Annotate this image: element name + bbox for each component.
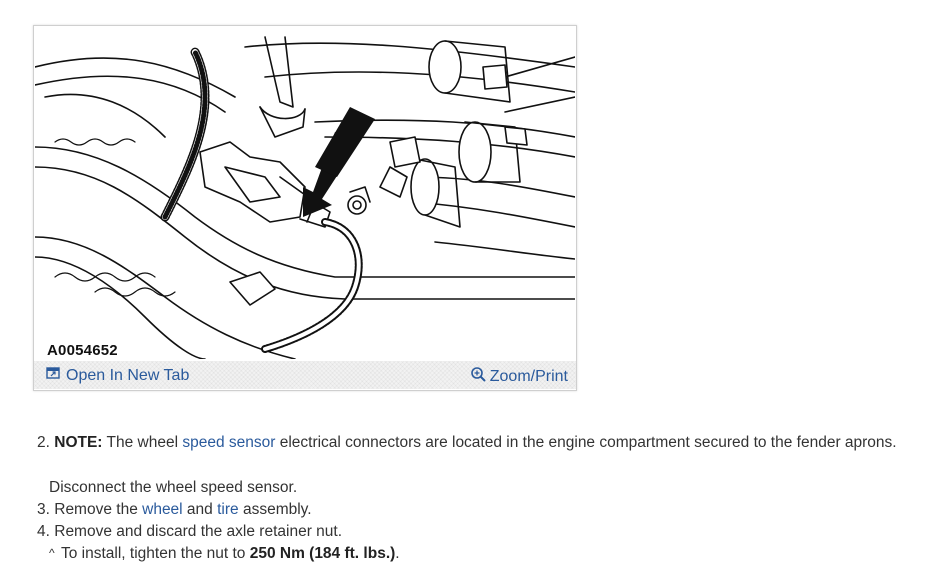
- step-text: assembly.: [238, 501, 312, 518]
- step-4: 4. Remove and discard the axle retainer …: [37, 523, 342, 541]
- figure-card: [33, 25, 577, 391]
- zoom-print-label: Zoom/Print: [489, 368, 568, 385]
- step-number: 3.: [37, 501, 50, 518]
- step-text: To install, tighten the nut to: [61, 545, 250, 562]
- wheel-link[interactable]: wheel: [142, 501, 183, 518]
- step-number: 4.: [37, 523, 50, 540]
- step-3: 3. Remove the wheel and tire assembly.: [37, 501, 312, 519]
- zoom-print-link[interactable]: Zoom/Print: [470, 366, 568, 388]
- diagram-drawing: [35, 36, 575, 359]
- caret-bullet-icon: ^: [49, 546, 55, 560]
- step-2-continuation: Disconnect the wheel speed sensor.: [49, 479, 298, 496]
- step-text: .: [395, 545, 400, 562]
- tire-link[interactable]: tire: [217, 501, 239, 518]
- install-substep: ^ To install, tighten the nut to 250 Nm (…: [49, 545, 400, 563]
- open-new-tab-icon: [46, 366, 60, 385]
- zoom-magnifier-icon: [470, 366, 487, 388]
- speed-sensor-link[interactable]: speed sensor: [182, 434, 276, 451]
- step-text: electrical connectors are located in the…: [275, 434, 897, 451]
- step-text: The wheel: [102, 434, 183, 451]
- step-text: Remove and discard the axle retainer nut…: [49, 523, 343, 540]
- wheel-speed-sensor-illustration: [35, 27, 575, 359]
- step-text: Remove the: [49, 501, 143, 518]
- note-label: NOTE:: [54, 434, 103, 451]
- step-text: and: [182, 501, 218, 518]
- torque-spec: 250 Nm (184 ft. lbs.): [249, 545, 396, 562]
- figure-toolbar: Open In New Tab Zoom/Print: [34, 361, 576, 389]
- open-in-new-tab-label: Open In New Tab: [66, 366, 190, 384]
- step-2: 2. NOTE: The wheel speed sensor electric…: [37, 434, 897, 452]
- figure-id: A0054652: [47, 342, 118, 359]
- step-number: 2.: [37, 434, 50, 451]
- open-in-new-tab-link[interactable]: Open In New Tab: [46, 366, 189, 385]
